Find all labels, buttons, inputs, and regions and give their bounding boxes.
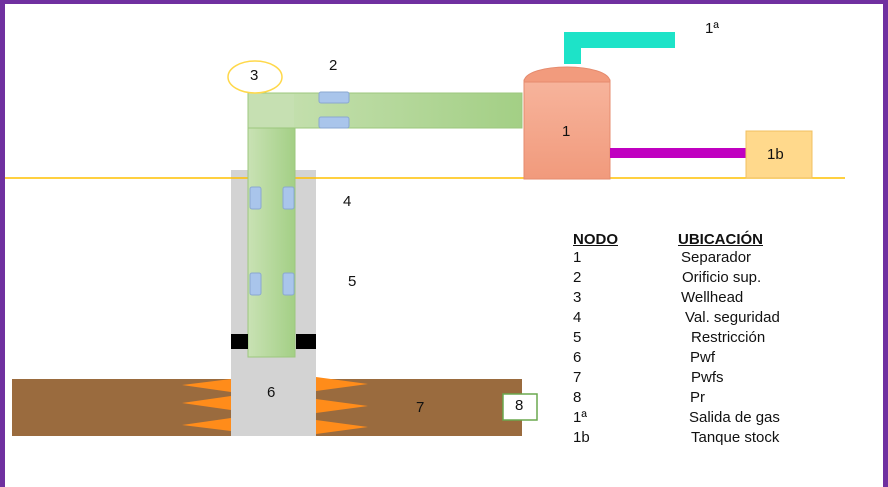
node-id: 3 [573, 289, 582, 306]
label-restriction: 5 [348, 273, 357, 290]
packer-right [296, 334, 316, 349]
node-location: Tanque stock [691, 429, 780, 446]
node-id: 5 [573, 329, 582, 346]
node-id: 2 [573, 269, 582, 286]
node-id: 4 [573, 309, 582, 326]
node-location: Restricción [691, 329, 766, 346]
label-pr: 8 [515, 397, 524, 414]
orifice-plate-top [318, 91, 350, 104]
node-location: Val. seguridad [685, 309, 780, 326]
label-stock-tank: 1b [767, 146, 784, 163]
oil-line [610, 148, 746, 158]
node-location: Salida de gas [689, 409, 780, 426]
gas-outlet-horizontal [564, 32, 675, 48]
header-location: UBICACIÓN [678, 231, 763, 248]
frame-right [883, 0, 888, 487]
safety-valve-right [282, 186, 295, 210]
node-location: Pwfs [691, 369, 724, 386]
frame-top [0, 0, 888, 4]
node-id: 6 [573, 349, 582, 366]
node-id: 1 [573, 249, 582, 266]
label-wellhead: 3 [250, 67, 259, 84]
node-location: Separador [681, 249, 752, 266]
label-separator: 1 [562, 123, 571, 140]
production-tubing [247, 92, 296, 358]
node-id: 1ª [573, 409, 587, 426]
label-pwfs: 7 [416, 399, 425, 416]
node-table-nodes: 1 2 3 4 5 6 7 8 1ª 1b [573, 248, 590, 448]
orifice-plate-bottom [318, 116, 350, 129]
safety-valve-left [249, 186, 262, 210]
restriction-left [249, 272, 262, 296]
separator-dome [523, 66, 611, 83]
perforations-right [316, 377, 368, 434]
node-location: Pwf [690, 349, 716, 366]
header-node: NODO [573, 231, 618, 248]
label-safety-valve: 4 [343, 193, 352, 210]
node-id: 8 [573, 389, 582, 406]
node-table-header-location: UBICACIÓN [678, 230, 763, 250]
label-gas-outlet: 1ª [705, 20, 719, 37]
flowline-joint [249, 94, 294, 127]
perforations-left [182, 379, 231, 431]
label-pwf: 6 [267, 384, 276, 401]
node-location: Orificio sup. [682, 269, 762, 286]
stock-tank [745, 130, 813, 179]
node-table-locations: Separador Orificio sup. Wellhead Val. se… [678, 248, 780, 448]
node-id: 1b [573, 429, 590, 446]
node-location: Wellhead [681, 289, 744, 306]
frame-left [0, 0, 5, 487]
packer-left [231, 334, 248, 349]
restriction-right [282, 272, 295, 296]
node-8-box [502, 393, 538, 421]
separator-body [523, 79, 611, 180]
node-table-header-node: NODO [573, 230, 618, 250]
wellhead-marker [227, 60, 283, 94]
node-id: 7 [573, 369, 582, 386]
label-orifice: 2 [329, 57, 338, 74]
node-location: Pr [690, 389, 705, 406]
